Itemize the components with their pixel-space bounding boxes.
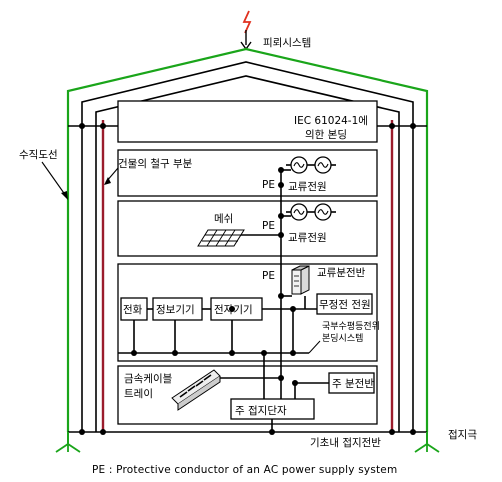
floor-1 (117, 149, 378, 197)
distribution-panel-icon (291, 265, 310, 295)
down-conductor-label: 수직도선 (19, 149, 58, 161)
node (410, 429, 416, 435)
lightning-bolt-icon (240, 10, 252, 51)
cable-tray-label: 금속케이블 (124, 373, 173, 385)
bonding-iec-label-2: 의한 본딩 (305, 129, 347, 141)
foundation-earth-label: 기초내 접지전반 (310, 437, 381, 449)
node (100, 123, 106, 129)
ac-supply-label-2: 교류전원 (288, 232, 327, 244)
ground-spike-icon-left (55, 432, 81, 453)
ac-source-icon-1 (286, 156, 336, 174)
node (389, 429, 395, 435)
node (229, 350, 235, 356)
mesh-label: 메쉬 (214, 213, 233, 225)
node (131, 350, 137, 356)
pe-label-1: PE (262, 179, 275, 191)
ground-spike-icon-right (414, 432, 440, 453)
cable-tray-label-2: 트레이 (124, 388, 153, 400)
footnote: PE : Protective conductor of an AC power… (92, 464, 397, 476)
phone-label: 전화 (123, 304, 143, 316)
lightning-system-label: 피뢰시스템 (263, 37, 311, 49)
ups-box (316, 293, 373, 315)
local-bonding-label: 국부수평등전위 (322, 321, 380, 332)
ups-label: 무정전 전원 (319, 299, 371, 311)
local-bonding-label-2: 본딩시스템 (322, 332, 363, 344)
node (410, 123, 416, 129)
cable-tray-icon (171, 369, 221, 411)
ac-source-icon-2 (286, 203, 336, 221)
node (79, 123, 85, 129)
arrow-head (104, 177, 111, 185)
main-panel-label: 주 분전반 (332, 378, 374, 390)
node (269, 429, 275, 435)
pe-label-3: PE (262, 270, 275, 282)
node (290, 306, 296, 312)
info-equipment-label: 정보기기 (156, 304, 195, 316)
mesh-grid-icon (197, 229, 245, 247)
node (290, 350, 296, 356)
down-conductor-roof (66, 47, 429, 432)
node (278, 182, 284, 188)
node (229, 306, 235, 312)
node (79, 429, 85, 435)
node (172, 350, 178, 356)
main-earth-terminal-label: 주 접지단자 (235, 405, 287, 417)
roof-line-3 (95, 75, 400, 118)
node (100, 429, 106, 435)
ac-supply-label-1: 교류전원 (288, 181, 327, 193)
arrow-line (41, 161, 67, 197)
arrow-head (61, 191, 68, 200)
pe-label-2: PE (262, 220, 275, 232)
steel-frame-label: 건물의 철구 부분 (118, 158, 193, 170)
floor-2 (117, 200, 378, 257)
node (389, 123, 395, 129)
leader-line (308, 340, 321, 354)
bonding-iec-label: IEC 61024-1에 (294, 115, 368, 127)
floor-roof (117, 100, 378, 143)
earth-electrode-label: 접지극 (448, 429, 477, 441)
roof-line-2 (81, 61, 414, 110)
ac-panel-label: 교류분전반 (317, 267, 366, 279)
